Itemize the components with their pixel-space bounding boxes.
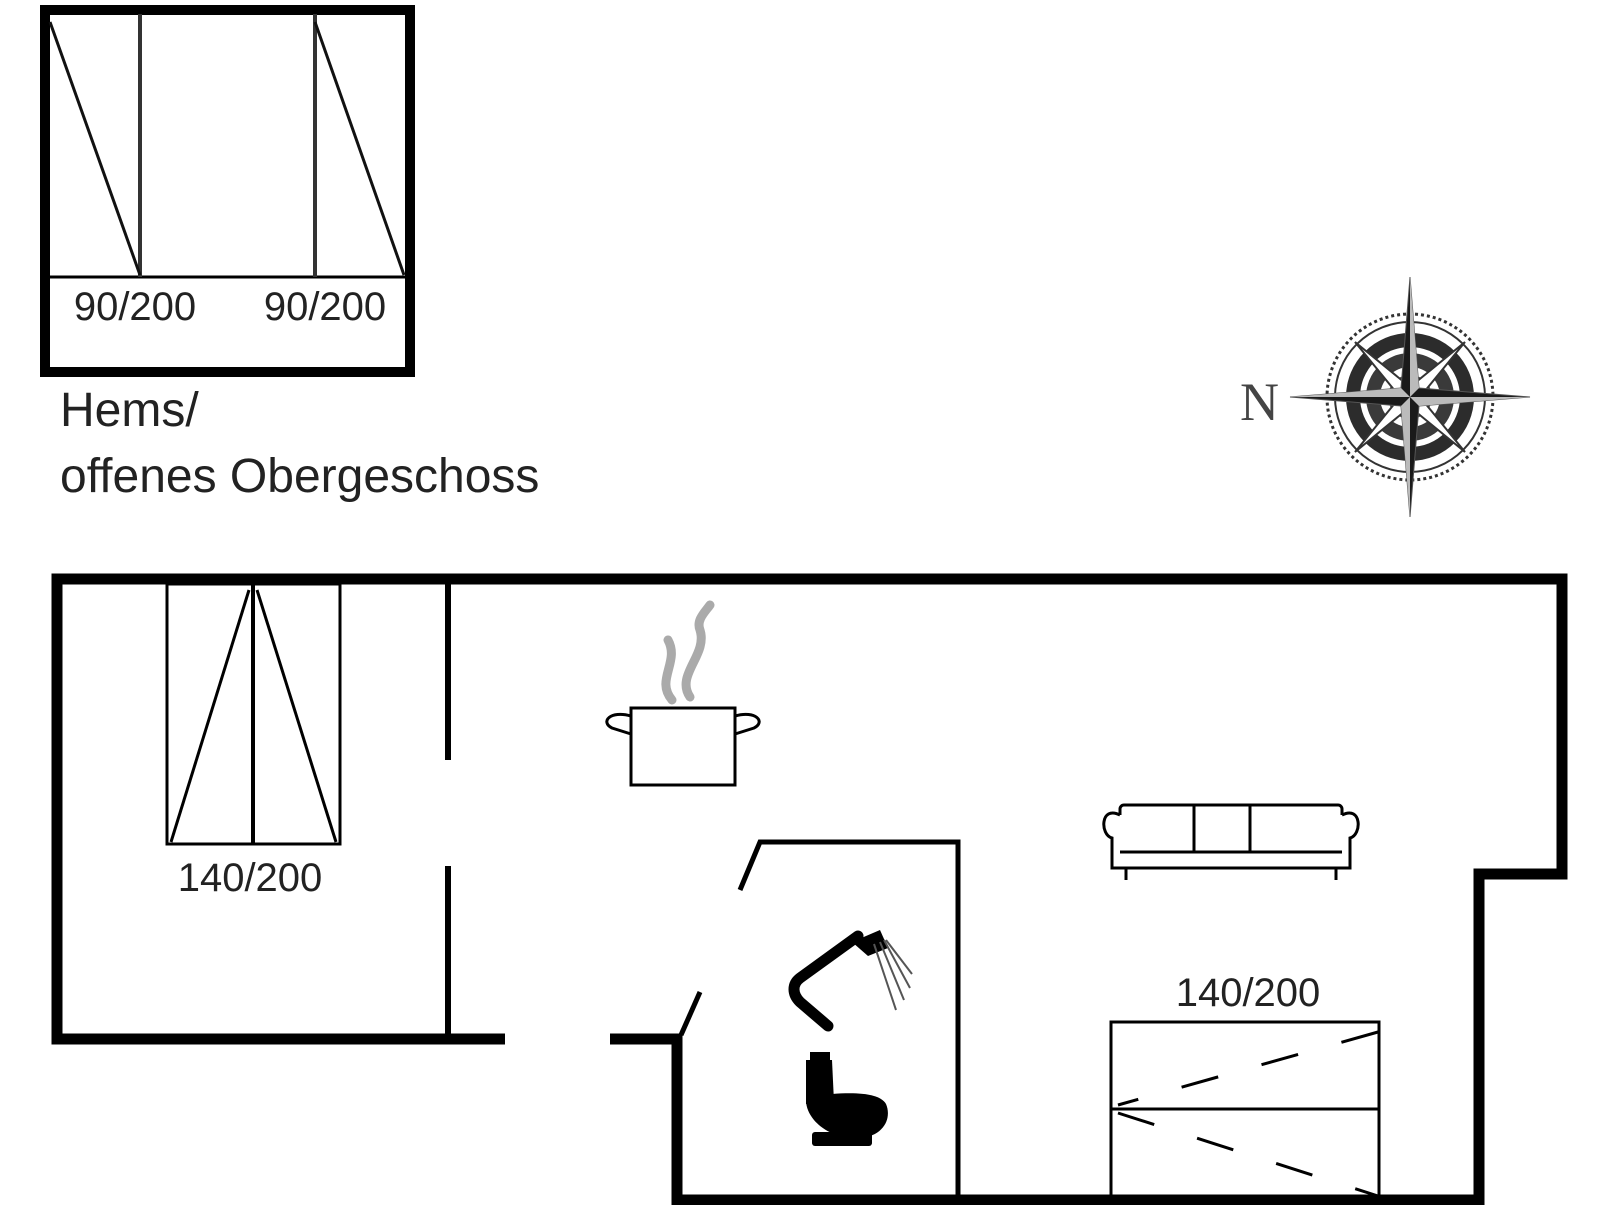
bedroom-bed-label: 140/200	[178, 856, 323, 900]
sofabed	[1109, 1020, 1381, 1202]
loft-title-line2: offenes Obergeschoss	[60, 450, 539, 503]
loft-bed-left-label: 90/200	[74, 285, 196, 329]
cooking-pot-icon	[605, 600, 761, 787]
loft-bed-right-label: 90/200	[264, 285, 386, 329]
toilet-icon	[806, 1052, 888, 1146]
shower-icon	[788, 930, 913, 1032]
loft-bed-right	[313, 14, 406, 277]
compass-north-label: N	[1240, 372, 1279, 432]
outer-wall-bottom-right	[610, 1033, 683, 1205]
bedroom-double-bed	[165, 582, 342, 846]
loft-outline	[40, 5, 415, 377]
loft-title-line1: Hems/	[60, 384, 199, 437]
compass-rose-icon	[1289, 276, 1531, 518]
bathroom-walls	[678, 839, 961, 1200]
loft-bed-left	[48, 14, 142, 277]
sofa-icon	[1102, 803, 1360, 880]
loft-area: 90/200 90/200 Hems/ offenes Obergeschoss	[40, 5, 539, 503]
outer-wall	[51, 573, 1568, 1205]
sofabed-label: 140/200	[1176, 971, 1321, 1015]
